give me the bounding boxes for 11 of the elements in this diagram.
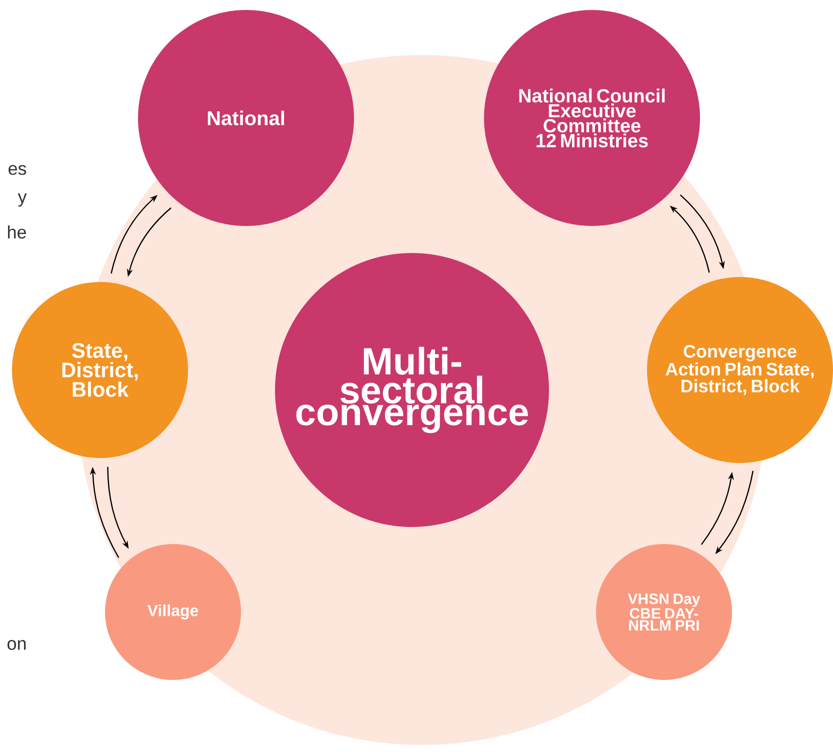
text-fragment: he <box>8 225 26 239</box>
circle-node: Convergence Action Plan State, District, Block <box>647 276 833 463</box>
circle-node: VHSN Day CBE DAY-NRLM PRI <box>596 544 732 680</box>
text-fragment: on <box>8 640 26 650</box>
circle-node: Multi-sectoral convergence <box>275 253 549 527</box>
text-fragment: es <box>8 165 26 175</box>
circle-node: State, District, Block <box>12 282 188 458</box>
circle-node: National Council Executive Committee 12 Ministries <box>484 10 700 226</box>
text-fragment: y <box>18 193 27 207</box>
circle-node: National <box>138 10 354 226</box>
circle-node: Village <box>105 544 241 680</box>
